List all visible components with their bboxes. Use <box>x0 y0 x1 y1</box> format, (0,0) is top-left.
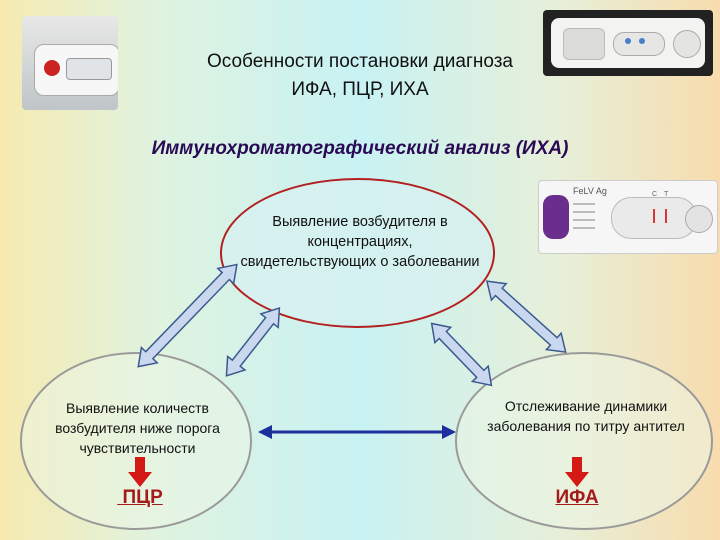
test-card-label: FeLV Ag <box>573 186 607 196</box>
test-mark: T <box>664 191 669 198</box>
top-node-text: Выявление возбудителя в концентрациях, с… <box>240 214 480 270</box>
test-cassette-photo-right <box>543 10 713 76</box>
down-arrow-right <box>565 457 589 487</box>
right-ellipse <box>455 352 713 530</box>
control-mark: C <box>652 191 658 198</box>
double-arrow-center <box>258 425 456 439</box>
felv-test-card-photo: FeLV Ag C T <box>538 180 718 254</box>
double-arrow-inner-right <box>430 322 493 387</box>
test-cassette-photo-left <box>22 16 118 110</box>
double-arrow-outer-left <box>137 263 238 368</box>
double-arrow-inner-left <box>225 307 281 377</box>
down-arrow-left <box>128 457 152 487</box>
left-node-text: Выявление количеств возбудителя ниже пор… <box>55 400 220 456</box>
right-node-text: Отслеживание динамики заболевания по тит… <box>487 398 685 434</box>
left-ellipse <box>20 352 252 530</box>
method-pcr: ПЦР <box>117 487 163 508</box>
top-ellipse <box>220 178 495 328</box>
slide-subtitle: Иммунохроматографический анализ (ИХА) <box>151 138 569 159</box>
title-line-2: ИФА, ПЦР, ИХА <box>291 79 429 100</box>
double-arrow-outer-right <box>485 280 567 354</box>
method-ifa: ИФА <box>555 487 599 508</box>
title-line-1: Особенности постановки диагноза <box>206 51 514 72</box>
slide-title: Особенности постановки диагноза ИФА, ПЦР… <box>120 48 600 104</box>
